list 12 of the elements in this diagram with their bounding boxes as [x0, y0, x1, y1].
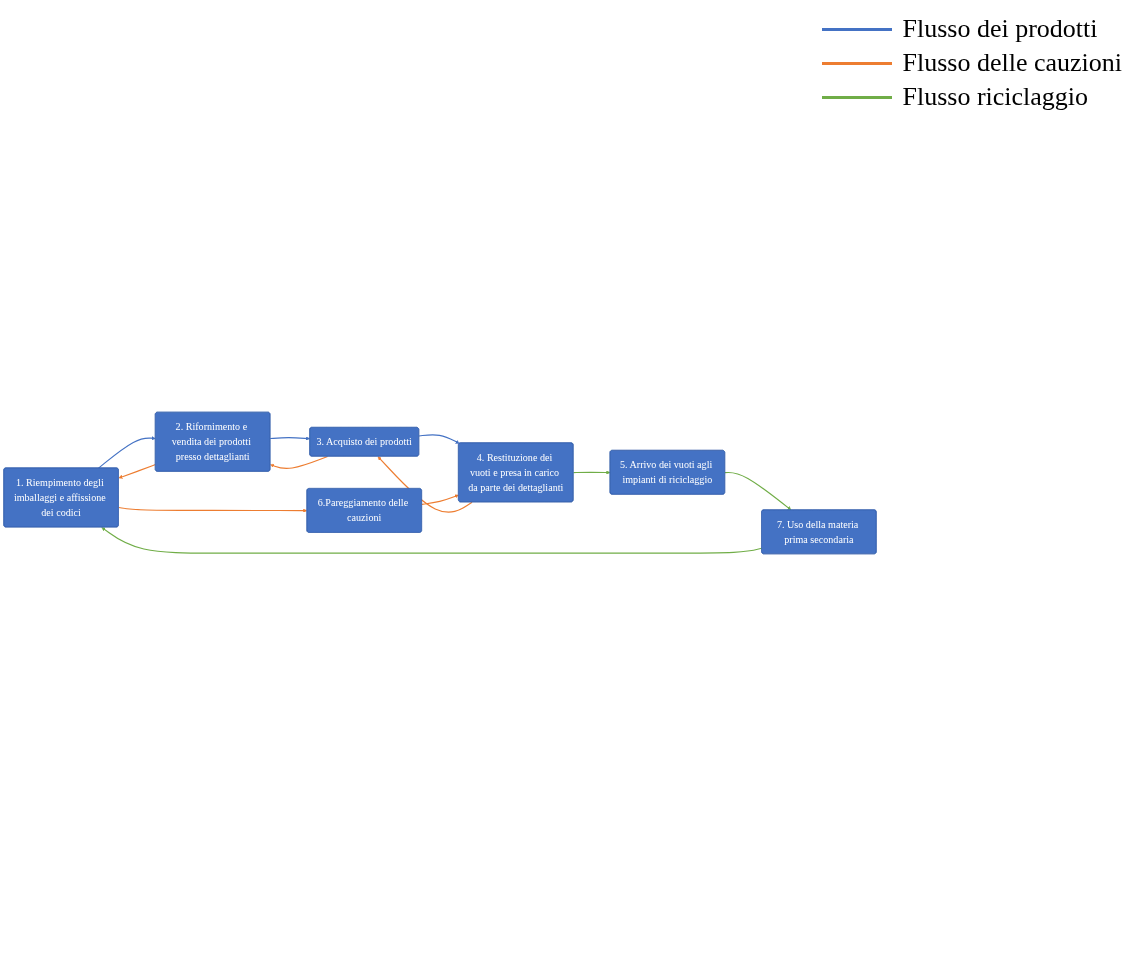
legend-label: Flusso dei prodotti [902, 14, 1098, 44]
arrow [118, 506, 308, 513]
arrow [418, 434, 460, 444]
arrow [724, 471, 792, 511]
legend-label: Flusso delle cauzioni [902, 48, 1122, 78]
arrow [118, 463, 157, 479]
arrow [269, 436, 311, 441]
legend-label: Flusso riciclaggio [902, 82, 1089, 112]
arrow [98, 436, 156, 469]
arrow [572, 470, 611, 475]
arrow [421, 494, 459, 505]
arrow [101, 527, 763, 554]
